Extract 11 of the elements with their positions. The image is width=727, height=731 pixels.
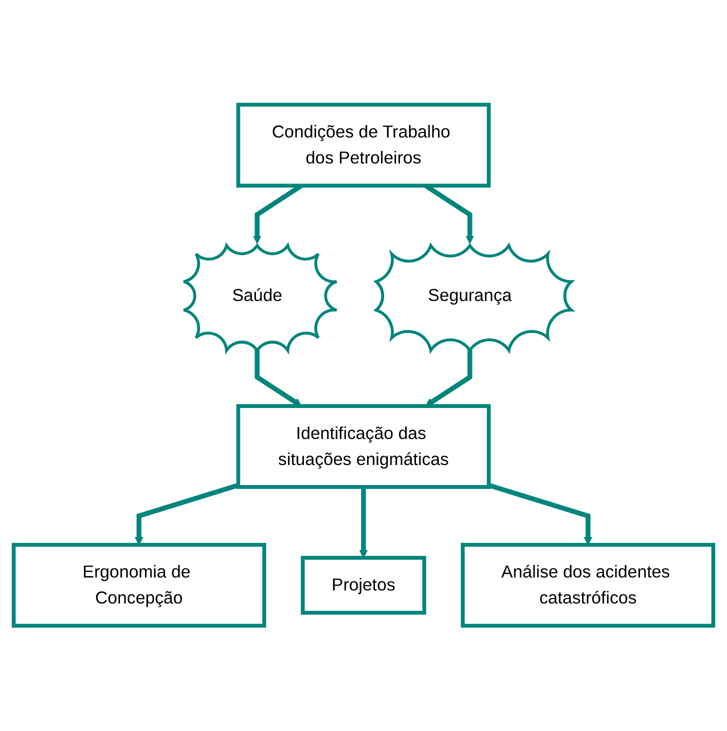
arrow: [254, 348, 302, 407]
node-box: [460, 543, 716, 628]
arrow: [425, 348, 472, 407]
arrow: [488, 483, 592, 546]
node-box: [12, 543, 266, 628]
node-box: [236, 103, 491, 188]
node-box: [300, 556, 426, 615]
node-box: [236, 404, 491, 490]
arrow: [134, 483, 239, 546]
flowchart: Condições de Trabalho dos Petroleiros Saúde Segurança Identificação das situações enigmáticas Ergonomia de Concepção Projetos Análise dos acidentes catastróficos: [6, 97, 721, 634]
arrow: [359, 487, 368, 558]
